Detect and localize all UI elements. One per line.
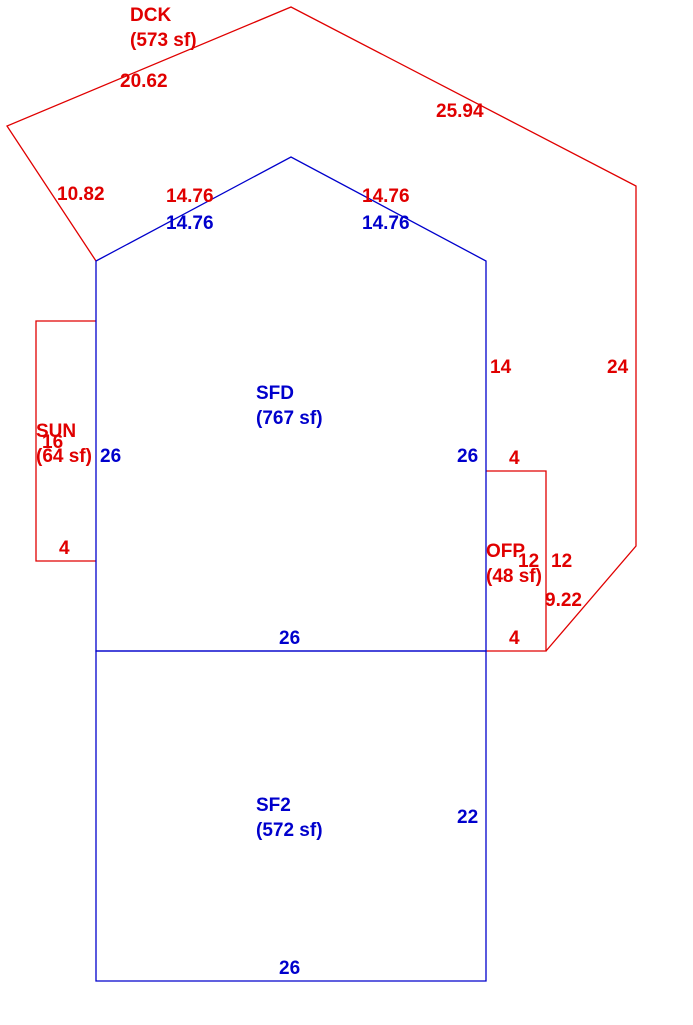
dck-dim-label: 14.76 xyxy=(166,186,214,207)
dck-dim-label: 25.94 xyxy=(436,101,484,122)
dck-area-label: (573 sf) xyxy=(130,30,197,51)
ofp-name-label: OFP xyxy=(486,541,525,562)
dck-outline xyxy=(6,6,637,652)
sf2-name-label: SF2 xyxy=(256,795,291,816)
sf2-dim-label: 26 xyxy=(279,958,300,979)
dck-dim-label: 10.82 xyxy=(57,184,105,205)
sf2-dim-label: 22 xyxy=(457,807,478,828)
dck-dim-label: 20.62 xyxy=(120,71,168,92)
ofp-outline xyxy=(486,470,547,652)
sfd-dim-label: 26 xyxy=(279,628,300,649)
sf2-outline xyxy=(95,650,487,982)
sun-name-label: SUN xyxy=(36,421,76,442)
ofp-dim-label: 12 xyxy=(518,551,539,572)
dck-dim-label: 14.76 xyxy=(362,186,410,207)
ofp-area-label: (48 sf) xyxy=(486,566,542,587)
dck-dim-label: 9.22 xyxy=(545,590,582,611)
sf2-area-label: (572 sf) xyxy=(256,820,323,841)
sfd-dim-label: 26 xyxy=(100,446,121,467)
sfd-area-label: (767 sf) xyxy=(256,408,323,429)
sfd-name-label: SFD xyxy=(256,383,294,404)
sun-dim-label: 16 xyxy=(42,432,63,453)
ofp-dim-label: 4 xyxy=(509,448,520,469)
sfd-dim-label: 26 xyxy=(457,446,478,467)
sfd-dim-label: 14.76 xyxy=(362,213,410,234)
ofp-dim-label: 12 xyxy=(551,551,572,572)
dck-dim-label: 24 xyxy=(607,357,629,378)
ofp-dim-label: 4 xyxy=(509,628,520,649)
sun-area-label: (64 sf) xyxy=(36,446,92,467)
sfd-dim-label: 14.76 xyxy=(166,213,214,234)
sun-dim-label: 4 xyxy=(59,538,70,559)
sun-outline xyxy=(35,320,96,562)
dck-dim-label: 14 xyxy=(490,357,512,378)
sfd-outline xyxy=(95,156,487,652)
dck-name-label: DCK xyxy=(130,5,171,26)
